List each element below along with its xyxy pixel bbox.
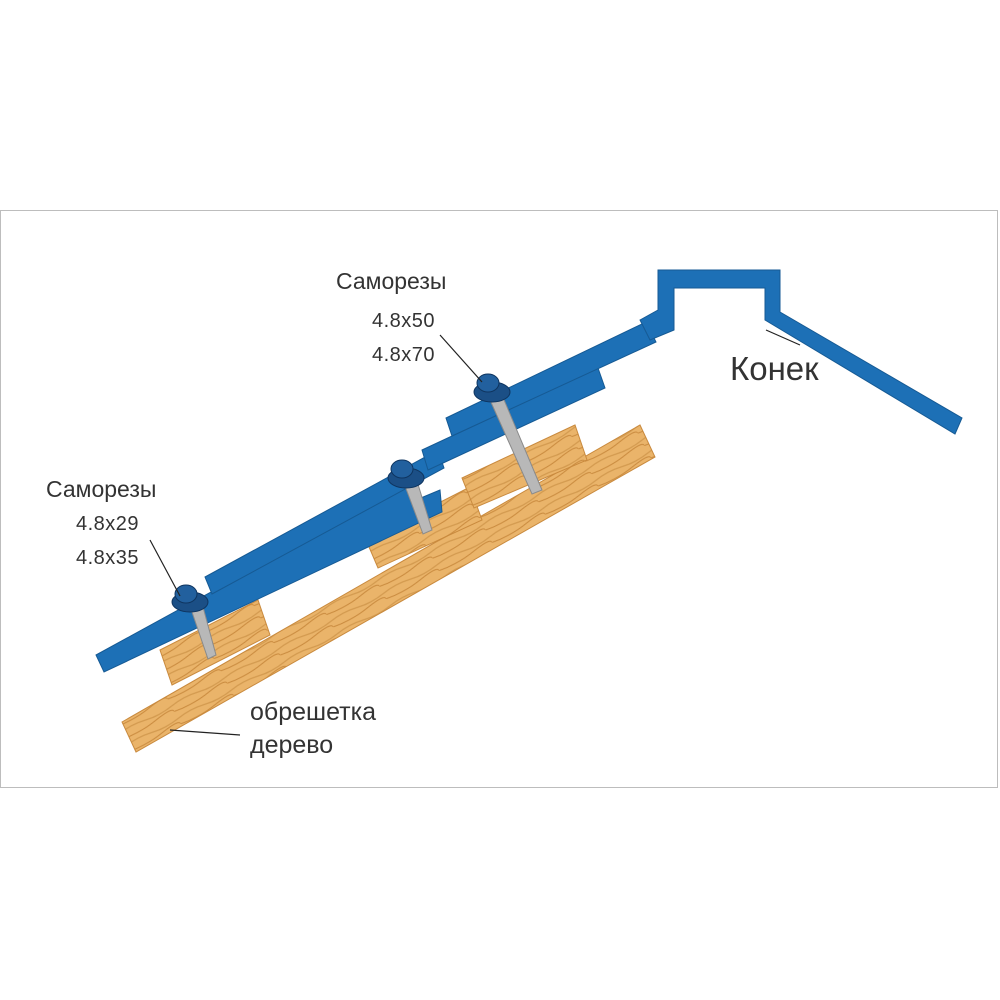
leader-screws-upper bbox=[439, 334, 483, 383]
label-screws-lower-size-2: 4.8x35 bbox=[76, 547, 140, 569]
label-screws-upper-size-2: 4.8x70 bbox=[372, 344, 436, 366]
label-batten-line-1: обрешетка bbox=[250, 698, 377, 726]
screw-upper bbox=[473, 373, 543, 495]
batten-board bbox=[121, 424, 656, 753]
diagram-frame bbox=[0, 210, 998, 788]
label-batten-line-2: дерево bbox=[250, 731, 334, 759]
label-ridge: Конек bbox=[730, 350, 819, 387]
leader-ridge bbox=[765, 329, 801, 346]
wood-block-lower bbox=[159, 599, 271, 686]
label-screws-lower-size-1: 4.8x29 bbox=[76, 513, 140, 535]
leader-batten bbox=[169, 729, 241, 736]
screw-middle bbox=[387, 459, 433, 535]
label-screws-upper-size-1: 4.8x50 bbox=[372, 310, 436, 332]
label-screws-lower-title: Саморезы bbox=[46, 476, 157, 502]
metal-sheet-step bbox=[204, 449, 445, 595]
label-screws-upper-title: Саморезы bbox=[336, 268, 447, 294]
metal-sheet-top bbox=[445, 321, 657, 437]
leader-screws-lower bbox=[149, 539, 181, 597]
ridge-cap bbox=[639, 269, 963, 435]
screw-lower bbox=[171, 584, 217, 660]
